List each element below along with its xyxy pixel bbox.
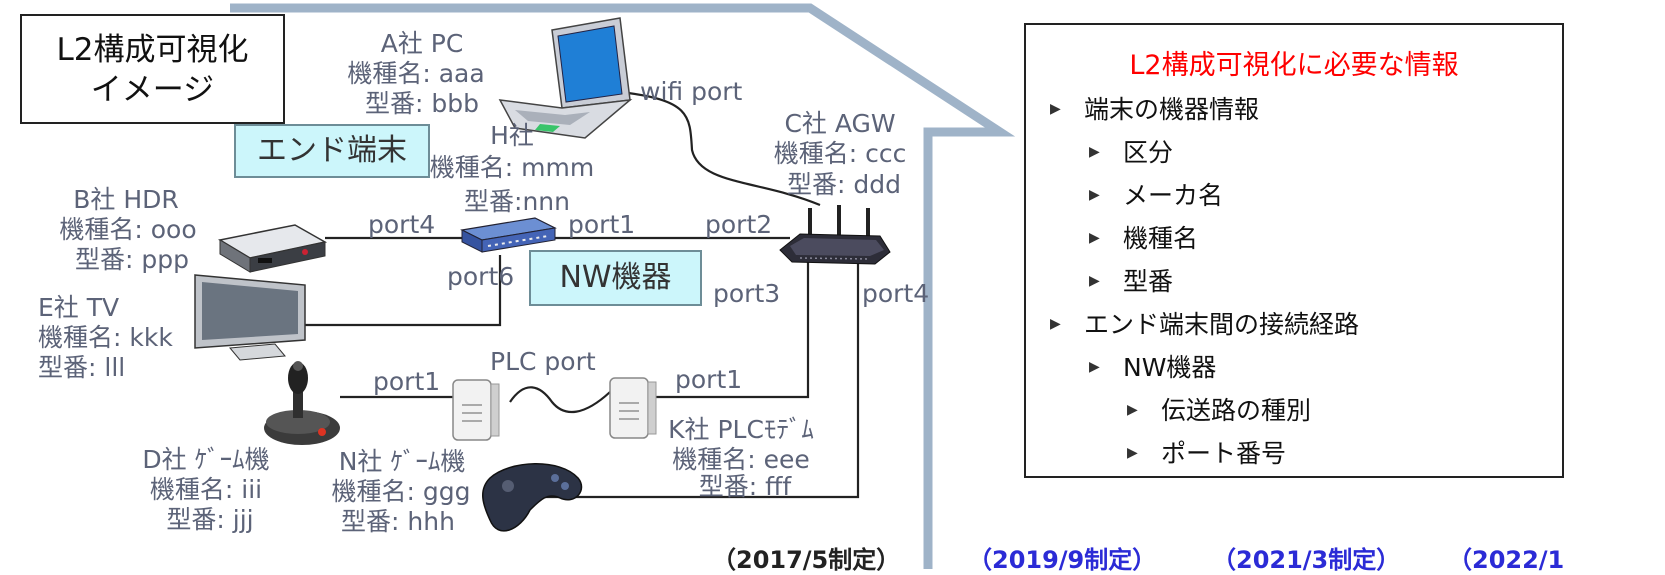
game-n-label: N社 ｹﾞｰﾑ機 機種名: ggg 型番: hhh [332,447,479,536]
plc-type: 型番: fff [699,472,793,501]
plc-modem-left-icon [452,379,500,441]
footer-item-2021: （2021/3制定） [1212,546,1401,574]
pc-model: 機種名: aaa [347,59,484,88]
game-d-type: 型番: jjj [166,505,253,534]
bullet-icon: ▶ [1089,144,1100,160]
game-n-maker: N社 ｹﾞｰﾑ機 [339,447,466,476]
end-terminal-label: エンド端末 [234,124,430,178]
footer-item-2017: （2017/5制定） [712,546,901,574]
info-item-text: NW機器 [1123,353,1217,382]
gamepad-icon [482,463,583,532]
info-item-level1: ▶ エンド端末間の接続経路 [1026,303,1562,346]
footer-item-2019: （2019/9制定） [968,546,1157,574]
hdr-maker: B社 HDR [73,185,179,214]
agw-model: 機種名: ccc [774,139,907,168]
house-outline [230,3,1016,569]
info-item-text: 区分 [1123,138,1174,167]
diagram-title-line2: イメージ [90,72,215,108]
hdr-icon [217,224,328,273]
game-d-label: D社 ｹﾞｰﾑ機 機種名: iii 型番: jjj [142,445,277,534]
game-n-model: 機種名: ggg [332,477,471,506]
pc-type: 型番: bbb [365,89,479,118]
info-panel-title: L2構成可視化に必要な情報 [1129,50,1459,81]
tv-type: 型番: lll [38,353,125,382]
bullet-icon: ▶ [1127,402,1138,418]
info-item-text: エンド端末間の接続経路 [1084,310,1360,339]
port-label-hub-port4: port4 [368,210,435,239]
bullet-icon: ▶ [1089,359,1100,375]
tv-label: E社 TV 機種名: kkk 型番: lll [38,293,181,382]
port-label-plc-left-port1: port1 [373,367,440,396]
agw-type: 型番: ddd [787,170,901,199]
wire-pc-agw [619,90,821,207]
plc-model: 機種名: eee [672,445,810,474]
tv-maker: E社 TV [38,293,119,322]
info-list: ▶ 端末の機器情報 ▶ 区分 ▶ メーカ名 ▶ 機種名 ▶ 型番 ▶ エンド端末間の接続経路 ▶ NW機器… [1026,88,1562,475]
info-item-text: 伝送路の種別 [1161,396,1312,425]
bullet-icon: ▶ [1089,230,1100,246]
agw-maker: C社 AGW [784,109,895,138]
info-item-level2: ▶ NW機器 [1026,346,1562,389]
hub-model: 機種名: mmm [430,153,594,182]
info-item-text: 機種名 [1123,224,1199,253]
info-item-text: ポート番号 [1161,439,1287,468]
wire-gamen-agw [545,262,860,499]
tv-icon [194,274,306,361]
hdr-model: 機種名: ooo [59,215,196,244]
bullet-icon: ▶ [1050,101,1061,117]
pc-maker: A社 PC [381,29,464,58]
info-item-level2: ▶ 区分 [1026,131,1562,174]
port-label-agw-port2: port2 [705,210,772,239]
plc-modem-right-icon [609,377,657,439]
port-label-plc: PLC port [490,347,596,376]
plc-label: K社 PLCﾓﾃﾞﾑ 機種名: eee 型番: fff [668,415,822,501]
nw-device-label: NW機器 [529,250,702,306]
diagram-title-box: L2構成可視化 イメージ [20,14,285,124]
hub-label: H社 機種名: mmm 型番:nnn [430,121,602,216]
hdr-label: B社 HDR 機種名: ooo 型番: ppp [59,185,204,274]
pc-label: A社 PC 機種名: aaa 型番: bbb [347,29,492,118]
bullet-icon: ▶ [1050,316,1061,332]
info-item-level2: ▶ 型番 [1026,260,1562,303]
info-item-level3: ▶ 伝送路の種別 [1026,389,1562,432]
wires [305,90,860,499]
port-label-hub-port1: port1 [568,210,635,239]
hdr-type: 型番: ppp [75,245,189,274]
info-item-level2: ▶ 機種名 [1026,217,1562,260]
wire-tv-hub [305,255,502,327]
wire-plc-plc [509,386,611,414]
port-label-agw-port3: port3 [713,279,780,308]
info-item-level3: ▶ ポート番号 [1026,432,1562,475]
game-d-maker: D社 ｹﾞｰﾑ機 [142,445,269,474]
hub-maker: H社 [490,121,534,150]
port-label-plc-right-port1: port1 [675,365,742,394]
bullet-icon: ▶ [1089,187,1100,203]
hub-icon [460,217,557,253]
port-label-hub-port6: port6 [447,262,514,291]
bullet-icon: ▶ [1127,445,1138,461]
wire-plc-agw [640,262,810,399]
tv-model: 機種名: kkk [38,323,173,352]
port-label-agw-port4: port4 [862,279,929,308]
info-item-text: 端末の機器情報 [1084,95,1260,124]
info-item-level1: ▶ 端末の機器情報 [1026,88,1562,131]
game-n-type: 型番: hhh [341,507,455,536]
bullet-icon: ▶ [1089,273,1100,289]
game-d-model: 機種名: iii [150,475,262,504]
agw-label: C社 AGW 機種名: ccc 型番: ddd [774,109,915,199]
info-item-level2: ▶ メーカ名 [1026,174,1562,217]
laptop-icon [498,17,633,139]
footer-item-2022: （2022/1 [1448,546,1565,574]
router-icon [779,205,891,265]
diagram-title-line1: L2構成可視化 [56,32,249,68]
plc-maker: K社 PLCﾓﾃﾞﾑ [668,415,814,444]
joystick-icon [264,361,340,445]
info-item-text: メーカ名 [1123,181,1224,210]
hub-type: 型番:nnn [464,187,570,216]
info-item-text: 型番 [1123,267,1174,296]
info-panel: L2構成可視化に必要な情報 ▶ 端末の機器情報 ▶ 区分 ▶ メーカ名 ▶ 機種名 ▶ 型番 ▶ エン… [1024,23,1564,478]
port-label-wifi: wifi port [640,77,743,106]
